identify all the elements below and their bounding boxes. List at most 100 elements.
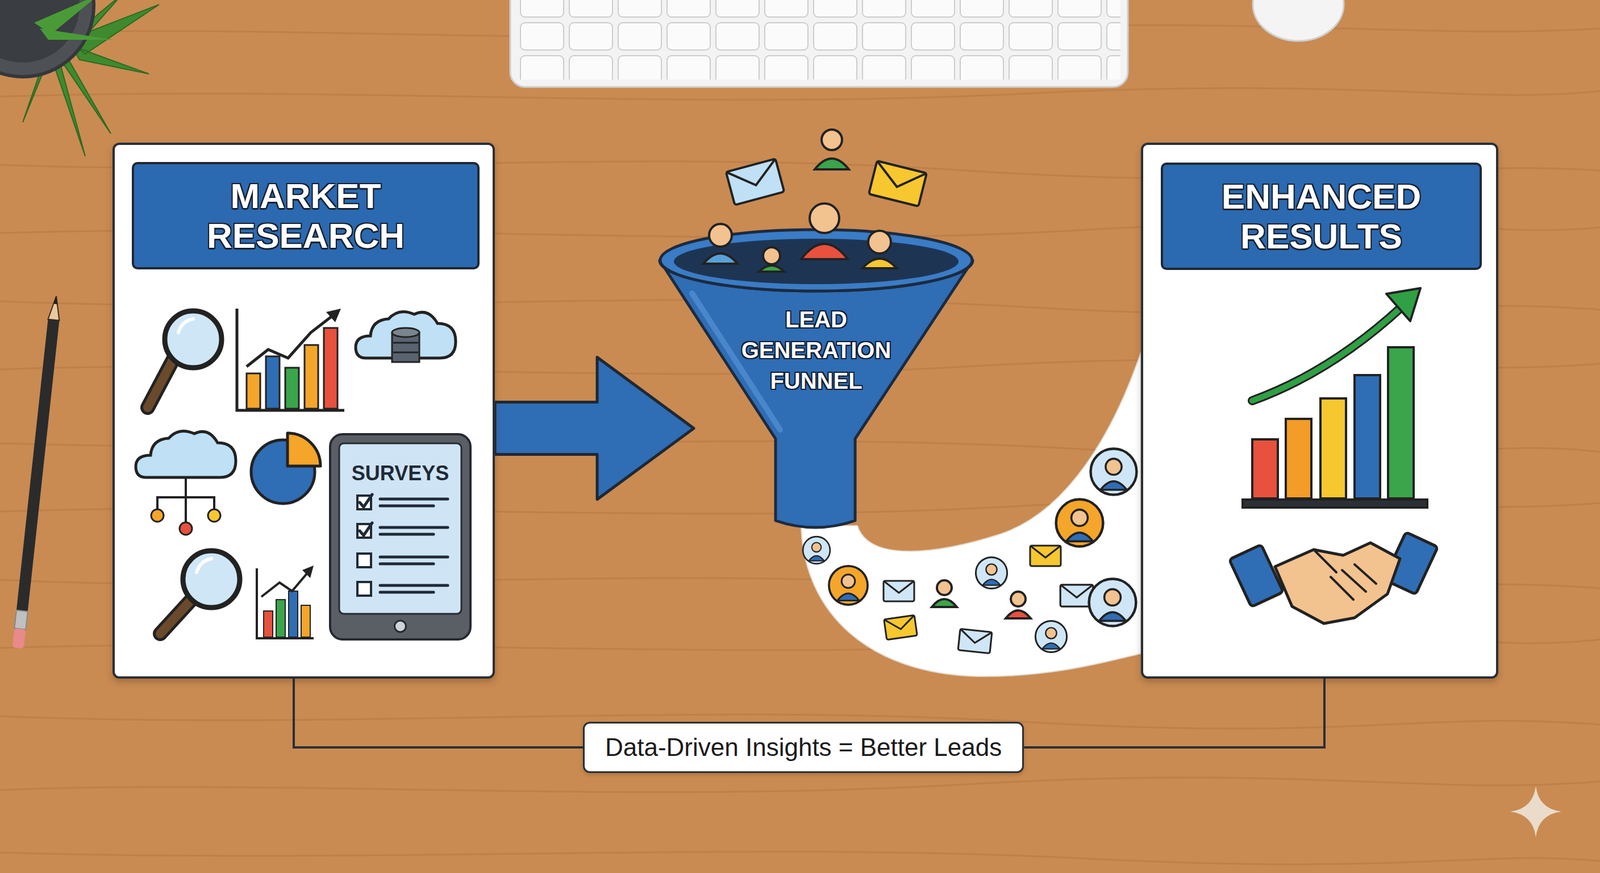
- pencil-part: [14, 610, 28, 630]
- cloud-network-icon-part: [179, 522, 193, 535]
- cloud-network-icon-part: [207, 509, 221, 522]
- growth-chart-part: [1388, 347, 1414, 499]
- cloud-network-icon-part: [151, 509, 164, 522]
- bar-chart-icon-part: [326, 308, 341, 323]
- keyboard-part: [510, 0, 1128, 87]
- stream-leads-part: [1030, 545, 1061, 566]
- growth-chart: [1242, 347, 1428, 508]
- research-panel: MARKET RESEARCH SURVEYS: [112, 142, 495, 679]
- pencil-part: [12, 627, 27, 649]
- small-chart-icon-part: [263, 610, 273, 637]
- pencil-part: [53, 296, 58, 305]
- magnifier-icon: [147, 310, 222, 408]
- cloud-database-icon: [355, 311, 456, 363]
- cloud-network-icon: [135, 431, 236, 536]
- funnel-crowd-part: [868, 160, 927, 207]
- tablet-screen-part: [380, 562, 434, 566]
- stream-leads-part: [884, 614, 918, 640]
- pencil: [12, 295, 62, 649]
- funnel-crowd-part: [703, 253, 738, 264]
- small-chart-icon-part: [301, 605, 311, 637]
- tablet-screen-part: [359, 494, 373, 536]
- stream-leads-part: [828, 565, 868, 605]
- cloud-network-icon-part: [135, 431, 236, 478]
- stream-leads-part: [1005, 591, 1031, 619]
- pencil-part: [16, 319, 60, 612]
- small-chart-icon-part: [261, 572, 308, 597]
- funnel-crowd-part: [821, 129, 843, 150]
- cloud-database-icon-part: [393, 351, 419, 354]
- mouse: [1252, 0, 1344, 41]
- magnifier-icon-part: [147, 359, 174, 408]
- bracket-line: [293, 678, 583, 748]
- results-icons-part: [1252, 306, 1402, 401]
- stream-leads-part: [883, 580, 915, 602]
- stream-leads-part: [957, 628, 993, 653]
- bar-chart-icon-part: [246, 315, 333, 367]
- header-band: ENHANCED RESULTS: [1160, 162, 1482, 270]
- plant-part: [34, 0, 114, 40]
- bar-chart-icon-part: [236, 308, 345, 411]
- tablet-screen-part: [380, 532, 434, 536]
- stream-leads-part: [931, 580, 957, 607]
- cloud-database-icon-part: [392, 327, 420, 337]
- wood-grain-part: [0, 851, 1600, 864]
- keyboard: [510, 0, 1128, 87]
- growth-chart-part: [1242, 499, 1428, 508]
- tablet-screen-part: [380, 497, 448, 501]
- tablet-screen-part: [339, 443, 462, 614]
- results-icons-part: [1252, 306, 1402, 401]
- handshake-icon-part: [1275, 542, 1400, 624]
- small-chart-icon-part: [302, 565, 314, 578]
- lead-funnel: LEAD GENERATION FUNNEL: [657, 122, 975, 531]
- tablet-screen-part: [380, 555, 448, 559]
- stream-leads-part: [1035, 620, 1067, 652]
- bar-chart-icon-part: [265, 356, 280, 409]
- handshake-icon-part: [1313, 549, 1377, 600]
- tablet-screen-part: [380, 590, 434, 594]
- funnel-crowd-part: [809, 203, 840, 233]
- results-panel: ENHANCED RESULTS: [1140, 142, 1499, 679]
- magnifier-icon-part: [147, 359, 174, 408]
- small-chart-icon-part: [256, 568, 314, 639]
- bracket-line: [1023, 678, 1325, 748]
- stream-leads-part: [802, 536, 831, 564]
- magnifier-icon-part: [164, 310, 222, 368]
- small-chart-icon-part: [288, 590, 298, 637]
- insight-box: Data-Driven Insights = Better Leads: [582, 721, 1024, 773]
- cloud-database-icon-part: [393, 342, 419, 344]
- tablet-title: SURVEYS: [351, 461, 449, 486]
- magnifier-icon-part: [196, 558, 212, 573]
- wood-grain-part: [0, 88, 1600, 100]
- tablet-screen-part: [357, 581, 372, 596]
- magnifier-icon-part: [182, 550, 240, 608]
- funnel-crowd-part: [709, 223, 732, 247]
- funnel-crowd-part: [872, 160, 927, 194]
- pencil-part: [48, 295, 62, 321]
- growth-chart-part: [1354, 375, 1381, 499]
- funnel-crowd-part: [726, 158, 781, 192]
- bar-chart-icon-part: [285, 367, 299, 409]
- tablet-screen-part: [380, 584, 448, 587]
- funnel-crowd-part: [868, 160, 927, 207]
- magnifier-icon-part: [160, 599, 192, 634]
- tablet-screen-part: [380, 504, 434, 508]
- stream-leads-part: [975, 556, 1007, 589]
- tablet-screen-part: [394, 620, 407, 632]
- handshake-icon-part: [1228, 544, 1283, 607]
- panel-heading: MARKET RESEARCH: [148, 176, 463, 256]
- cloud-network-icon-part: [157, 497, 215, 512]
- header-band: MARKET RESEARCH: [131, 161, 480, 270]
- wood-grain-part: [0, 777, 1600, 793]
- pie-chart-icon-part: [287, 432, 321, 466]
- flow-arrow: [494, 357, 694, 500]
- panel-heading: ENHANCED RESULTS: [1177, 176, 1465, 256]
- small-chart-icon: [256, 565, 314, 639]
- funnel-crowd-part: [862, 258, 897, 269]
- funnel-crowd-part: [814, 158, 849, 170]
- keyboard-part: [518, 0, 1121, 80]
- growth-chart-part: [1320, 398, 1347, 499]
- plant: [0, 0, 160, 157]
